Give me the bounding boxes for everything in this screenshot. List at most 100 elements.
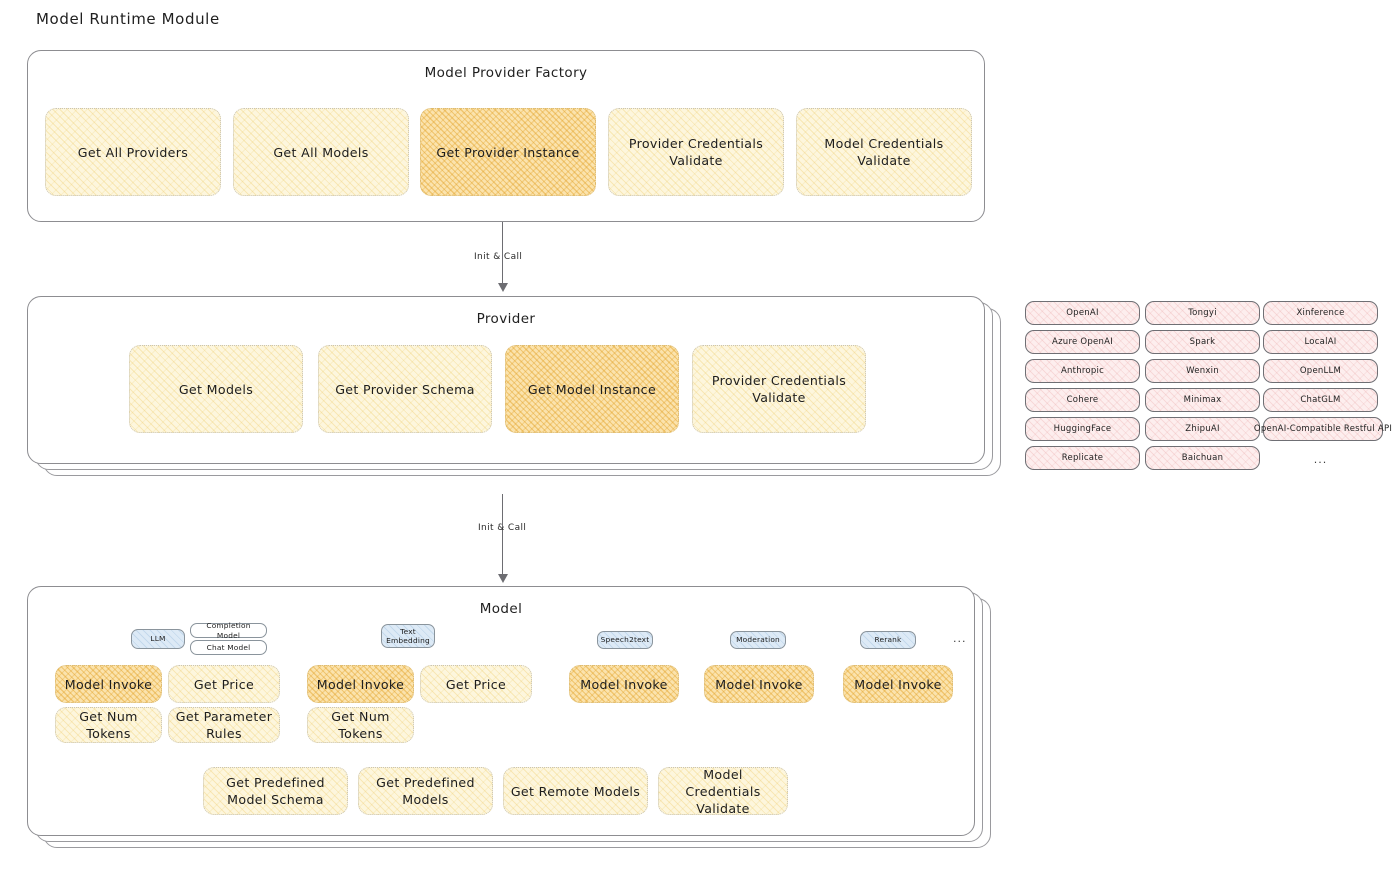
badge-label: Speech2text — [600, 635, 650, 645]
model-subbadge-chat-model[interactable]: Chat Model — [190, 640, 267, 655]
tile-label: Model Invoke — [64, 676, 153, 692]
model-badge-text-embedding[interactable]: Text Embedding — [381, 624, 435, 648]
badge-label: Moderation — [736, 635, 780, 645]
provider-chip-cohere[interactable]: Cohere — [1025, 388, 1140, 412]
model-tile-rerank-model-invoke[interactable]: Model Invoke — [843, 665, 953, 703]
model-card: Model LLM Completion Model Chat Model Mo… — [27, 586, 975, 836]
arrow-factory-to-provider-line — [502, 222, 504, 286]
factory-title: Model Provider Factory — [424, 65, 588, 81]
model-tile-text-embedding-get-price[interactable]: Get Price — [420, 665, 532, 703]
provider-chip-chatglm[interactable]: ChatGLM — [1263, 388, 1378, 412]
model-tile-text-embedding-model-invoke[interactable]: Model Invoke — [307, 665, 414, 703]
provider-card: Provider Get Models Get Provider Schema … — [27, 296, 985, 464]
tile-label: Provider Credentials Validate — [711, 373, 847, 405]
provider-chip-replicate[interactable]: Replicate — [1025, 446, 1140, 470]
tile-label: Model Invoke — [715, 676, 803, 692]
model-badge-llm[interactable]: LLM — [131, 629, 185, 649]
model-tile-llm-model-invoke[interactable]: Model Invoke — [55, 665, 162, 703]
model-tile-text-embedding-get-num-tokens[interactable]: Get Num Tokens — [307, 707, 414, 743]
model-groups-ellipsis: ... — [953, 632, 967, 645]
provider-chip-minimax[interactable]: Minimax — [1145, 388, 1260, 412]
provider-tile-provider-credentials-validate[interactable]: Provider Credentials Validate — [692, 345, 866, 433]
chip-label: ZhipuAI — [1185, 424, 1220, 434]
provider-chip-xinference[interactable]: Xinference — [1263, 301, 1378, 325]
model-tile-model-credentials-validate[interactable]: Model Credentials Validate — [658, 766, 788, 816]
tile-label: Get Parameter Rules — [175, 709, 273, 741]
model-tile-llm-get-parameter-rules[interactable]: Get Parameter Rules — [168, 707, 280, 743]
tile-label: Get Provider Instance — [436, 144, 580, 160]
arrow-provider-to-model-label: Init & Call — [478, 523, 527, 533]
provider-chip-zhipuai[interactable]: ZhipuAI — [1145, 417, 1260, 441]
model-title: Model — [479, 601, 523, 617]
chip-label: Spark — [1189, 337, 1216, 347]
model-tile-get-predefined-model-schema[interactable]: Get Predefined Model Schema — [203, 767, 348, 815]
tile-label: Get All Providers — [77, 144, 189, 160]
chip-label: OpenAI-Compatible Restful API — [1253, 424, 1393, 434]
tile-label: Get Model Instance — [527, 381, 657, 397]
model-badge-rerank[interactable]: Rerank — [860, 631, 916, 649]
chip-label: Cohere — [1066, 395, 1099, 405]
arrow-factory-to-provider-head — [498, 283, 508, 292]
chip-label: Replicate — [1061, 453, 1104, 463]
tile-label: Get Models — [178, 381, 254, 397]
tile-label: Model Credentials Validate — [824, 136, 944, 168]
factory-tile-get-all-models[interactable]: Get All Models — [233, 108, 409, 196]
tile-label: Get Num Tokens — [79, 709, 138, 741]
provider-list-ellipsis: ... — [1313, 452, 1328, 466]
chip-label: ChatGLM — [1300, 395, 1341, 405]
factory-tile-get-all-providers[interactable]: Get All Providers — [45, 108, 221, 196]
provider-chip-openai-compatible-restful-api[interactable]: OpenAI-Compatible Restful API — [1254, 417, 1392, 441]
chip-label: HuggingFace — [1053, 424, 1112, 434]
arrow-factory-to-provider-label: Init & Call — [474, 252, 523, 262]
model-tile-llm-get-num-tokens[interactable]: Get Num Tokens — [55, 707, 162, 743]
chip-label: Minimax — [1183, 395, 1222, 405]
provider-chip-spark[interactable]: Spark — [1145, 330, 1260, 354]
tile-label: Get All Models — [273, 144, 369, 160]
badge-label: Completion Model — [206, 621, 251, 640]
provider-chip-anthropic[interactable]: Anthropic — [1025, 359, 1140, 383]
factory-tile-get-provider-instance[interactable]: Get Provider Instance — [420, 108, 596, 196]
chip-label: Tongyi — [1188, 308, 1217, 318]
tile-label: Model Invoke — [854, 676, 942, 692]
model-badge-speech2text[interactable]: Speech2text — [597, 631, 653, 649]
arrow-provider-to-model-head — [498, 574, 508, 583]
model-tile-get-predefined-models[interactable]: Get Predefined Models — [358, 767, 493, 815]
page-title: Model Runtime Module — [36, 10, 220, 28]
tile-label: Get Price — [445, 676, 507, 692]
model-tile-llm-get-price[interactable]: Get Price — [168, 665, 280, 703]
tile-label: Get Remote Models — [510, 783, 641, 799]
provider-chip-tongyi[interactable]: Tongyi — [1145, 301, 1260, 325]
badge-label: Text Embedding — [386, 626, 430, 645]
factory-tile-provider-credentials-validate[interactable]: Provider Credentials Validate — [608, 108, 784, 196]
chip-label: Baichuan — [1181, 453, 1224, 463]
tile-label: Get Provider Schema — [335, 381, 475, 397]
badge-label: LLM — [150, 634, 166, 644]
badge-label: Rerank — [874, 635, 902, 645]
chip-label: LocalAI — [1304, 337, 1337, 347]
provider-tile-get-models[interactable]: Get Models — [129, 345, 303, 433]
tile-label: Get Predefined Model Schema — [226, 775, 325, 807]
tile-label: Model Credentials Validate — [685, 766, 761, 816]
provider-chip-openai[interactable]: OpenAI — [1025, 301, 1140, 325]
chip-label: Anthropic — [1060, 366, 1105, 376]
model-subbadge-completion-model[interactable]: Completion Model — [190, 621, 267, 640]
provider-chip-localai[interactable]: LocalAI — [1263, 330, 1378, 354]
tile-label: Provider Credentials Validate — [628, 136, 764, 168]
provider-tile-get-provider-schema[interactable]: Get Provider Schema — [318, 345, 492, 433]
model-tile-moderation-model-invoke[interactable]: Model Invoke — [704, 665, 814, 703]
provider-chip-azure-openai[interactable]: Azure OpenAI — [1025, 330, 1140, 354]
tile-label: Get Num Tokens — [331, 709, 390, 741]
provider-chip-baichuan[interactable]: Baichuan — [1145, 446, 1260, 470]
model-tile-speech2text-model-invoke[interactable]: Model Invoke — [569, 665, 679, 703]
factory-tile-model-credentials-validate[interactable]: Model Credentials Validate — [796, 108, 972, 196]
model-tile-get-remote-models[interactable]: Get Remote Models — [503, 767, 648, 815]
chip-label: Azure OpenAI — [1052, 337, 1113, 347]
tile-label: Get Price — [193, 676, 255, 692]
tile-label: Get Predefined Models — [376, 775, 475, 807]
model-badge-moderation[interactable]: Moderation — [730, 631, 786, 649]
provider-chip-wenxin[interactable]: Wenxin — [1145, 359, 1260, 383]
tile-label: Model Invoke — [580, 676, 668, 692]
provider-chip-huggingface[interactable]: HuggingFace — [1025, 417, 1140, 441]
provider-tile-get-model-instance[interactable]: Get Model Instance — [505, 345, 679, 433]
provider-chip-openllm[interactable]: OpenLLM — [1263, 359, 1378, 383]
